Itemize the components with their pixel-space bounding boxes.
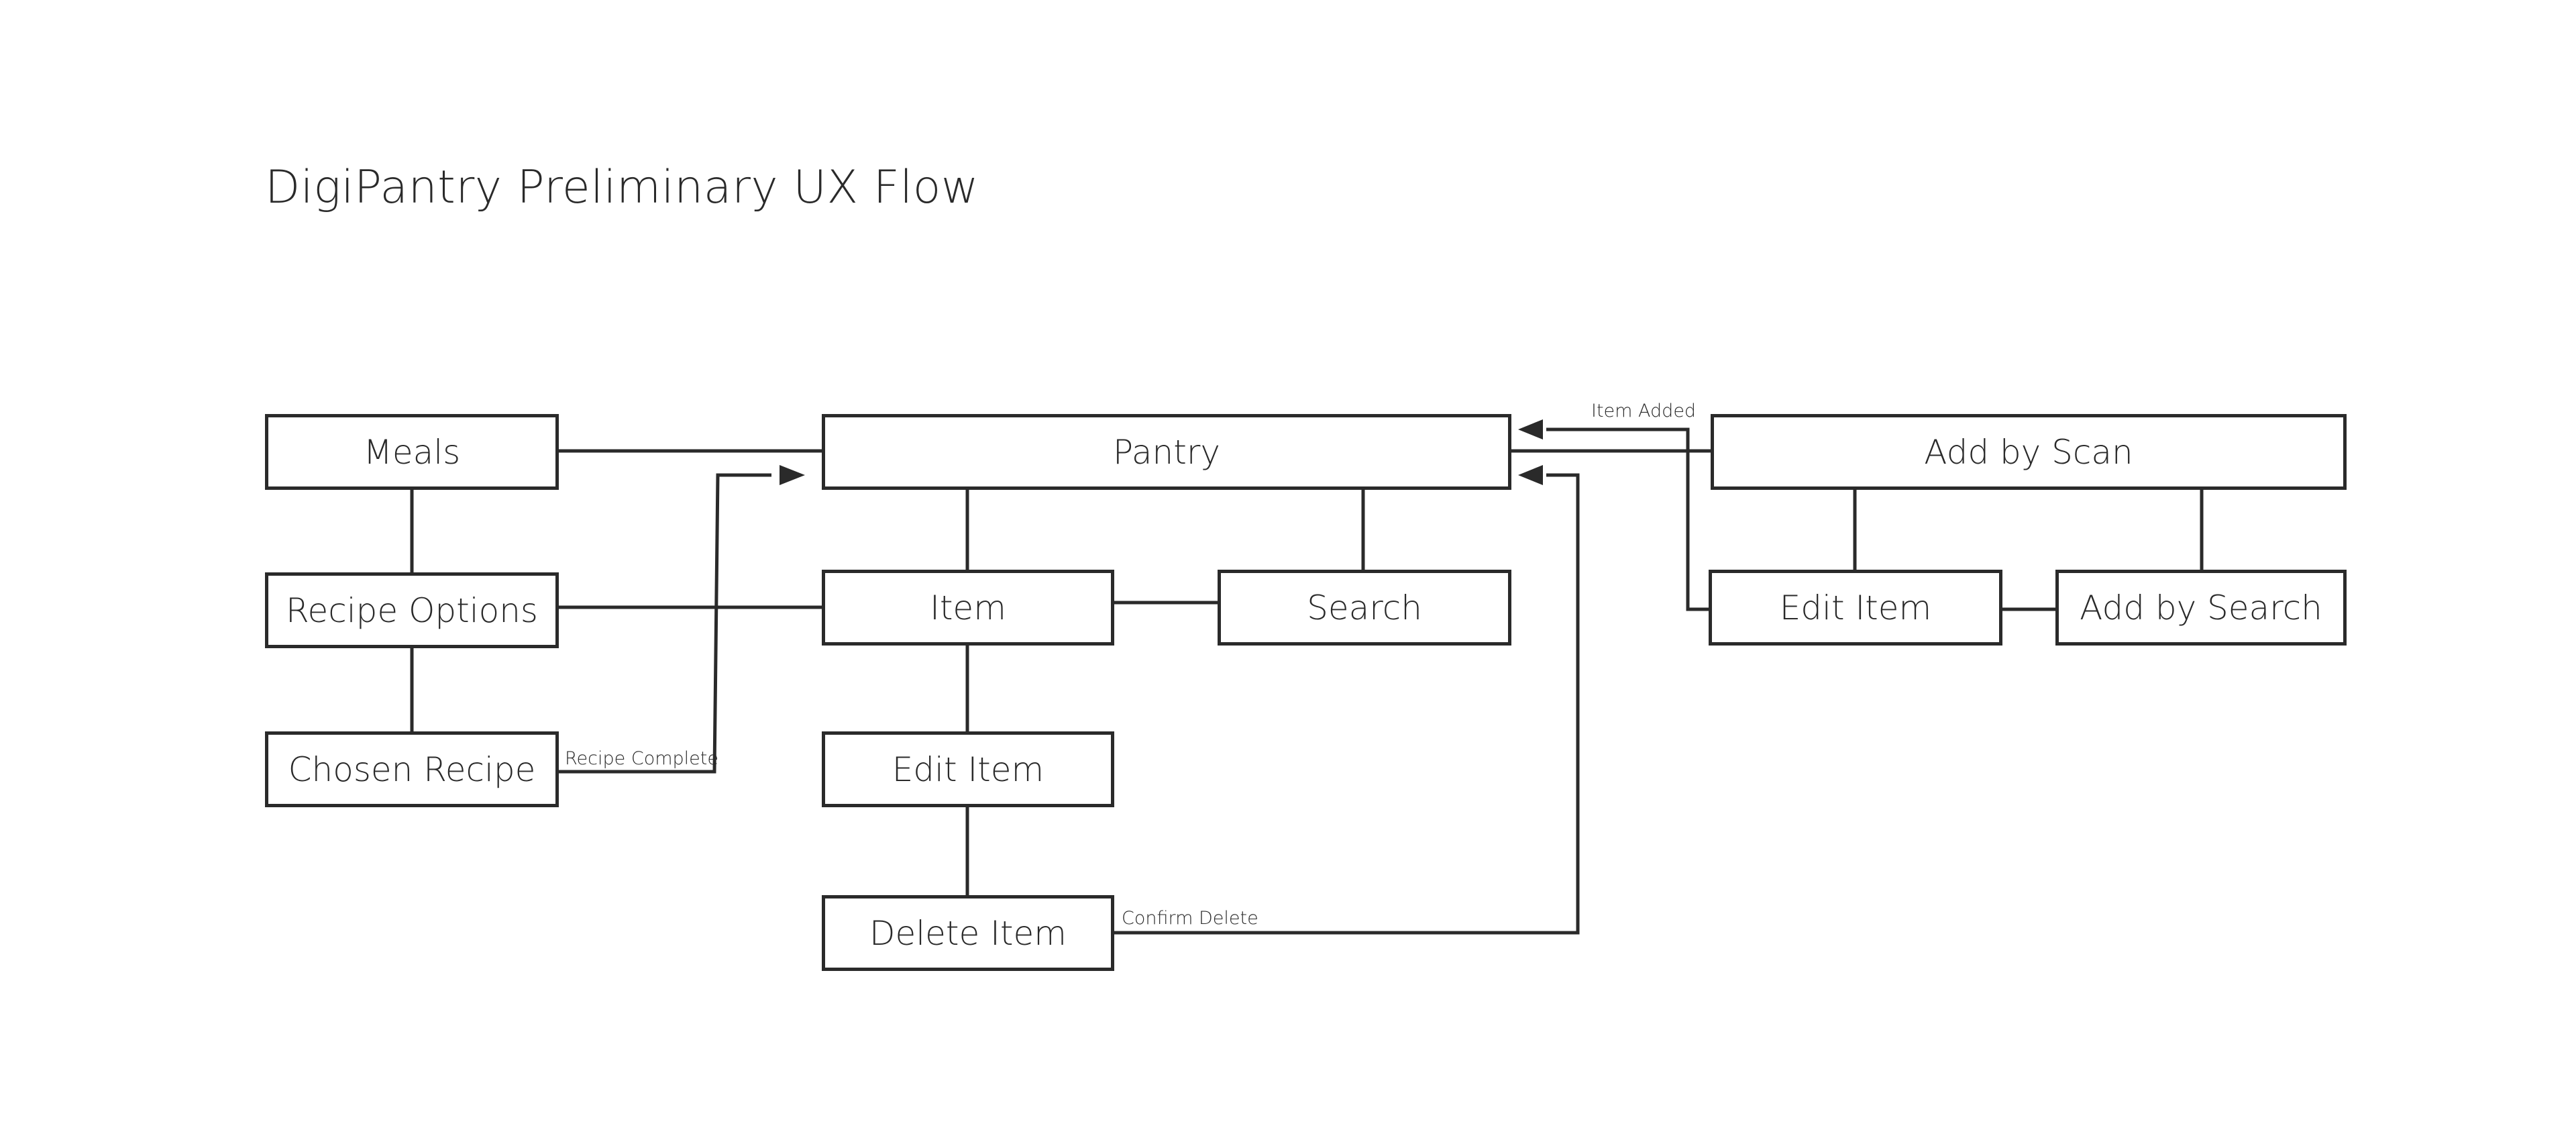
node-meals-label: Meals	[363, 432, 461, 472]
node-edit-item[interactable]: Edit Item	[822, 731, 1114, 807]
node-delete-item[interactable]: Delete Item	[822, 895, 1114, 971]
arrow-recipe-complete	[780, 465, 805, 485]
connector-item-added	[1546, 427, 1709, 611]
node-pantry-label: Pantry	[1113, 432, 1220, 472]
node-delete-item-label: Delete Item	[869, 913, 1067, 953]
node-meals[interactable]: Meals	[265, 414, 559, 490]
node-pantry[interactable]: Pantry	[822, 414, 1511, 490]
node-scan-edit-item-label: Edit Item	[1779, 588, 1932, 627]
arrow-item-added	[1518, 419, 1543, 440]
arrow-confirm-delete	[1518, 465, 1543, 485]
node-add-by-scan-label: Add by Scan	[1924, 432, 2133, 472]
edge-label-confirm-delete: Confirm Delete	[1122, 908, 1258, 929]
node-edit-item-label: Edit Item	[892, 750, 1044, 789]
connector-recipe-complete	[557, 473, 771, 774]
edge-label-recipe-complete: Recipe Complete	[565, 748, 718, 769]
node-add-by-search[interactable]: Add by Search	[2055, 570, 2347, 646]
node-chosen-recipe[interactable]: Chosen Recipe	[265, 731, 559, 807]
node-item-label: Item	[930, 588, 1006, 627]
node-scan-edit-item[interactable]: Edit Item	[1709, 570, 2002, 646]
node-item[interactable]: Item	[822, 570, 1114, 646]
node-search-label: Search	[1307, 588, 1422, 627]
edge-label-item-added: Item Added	[1591, 401, 1697, 421]
node-add-by-scan[interactable]: Add by Scan	[1711, 414, 2347, 490]
node-add-by-search-label: Add by Search	[2080, 588, 2322, 627]
node-search[interactable]: Search	[1218, 570, 1511, 646]
node-recipe-options[interactable]: Recipe Options	[265, 572, 559, 648]
page-title: DigiPantry Preliminary UX Flow	[265, 161, 979, 214]
connector-confirm-delete	[1112, 473, 1580, 935]
node-recipe-options-label: Recipe Options	[286, 590, 538, 630]
node-chosen-recipe-label: Chosen Recipe	[288, 750, 536, 789]
